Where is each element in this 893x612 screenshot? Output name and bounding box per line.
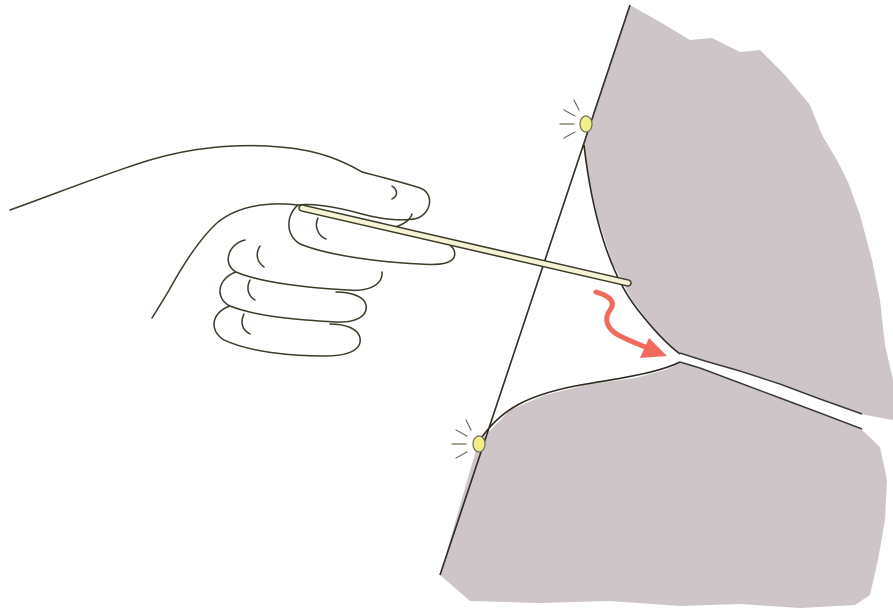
light-sensor-icon	[452, 420, 485, 458]
light-sensor-icon	[560, 100, 592, 138]
pointing-hand-icon	[10, 146, 455, 356]
upper-material-block	[584, 5, 893, 420]
probe-rod	[302, 208, 628, 283]
